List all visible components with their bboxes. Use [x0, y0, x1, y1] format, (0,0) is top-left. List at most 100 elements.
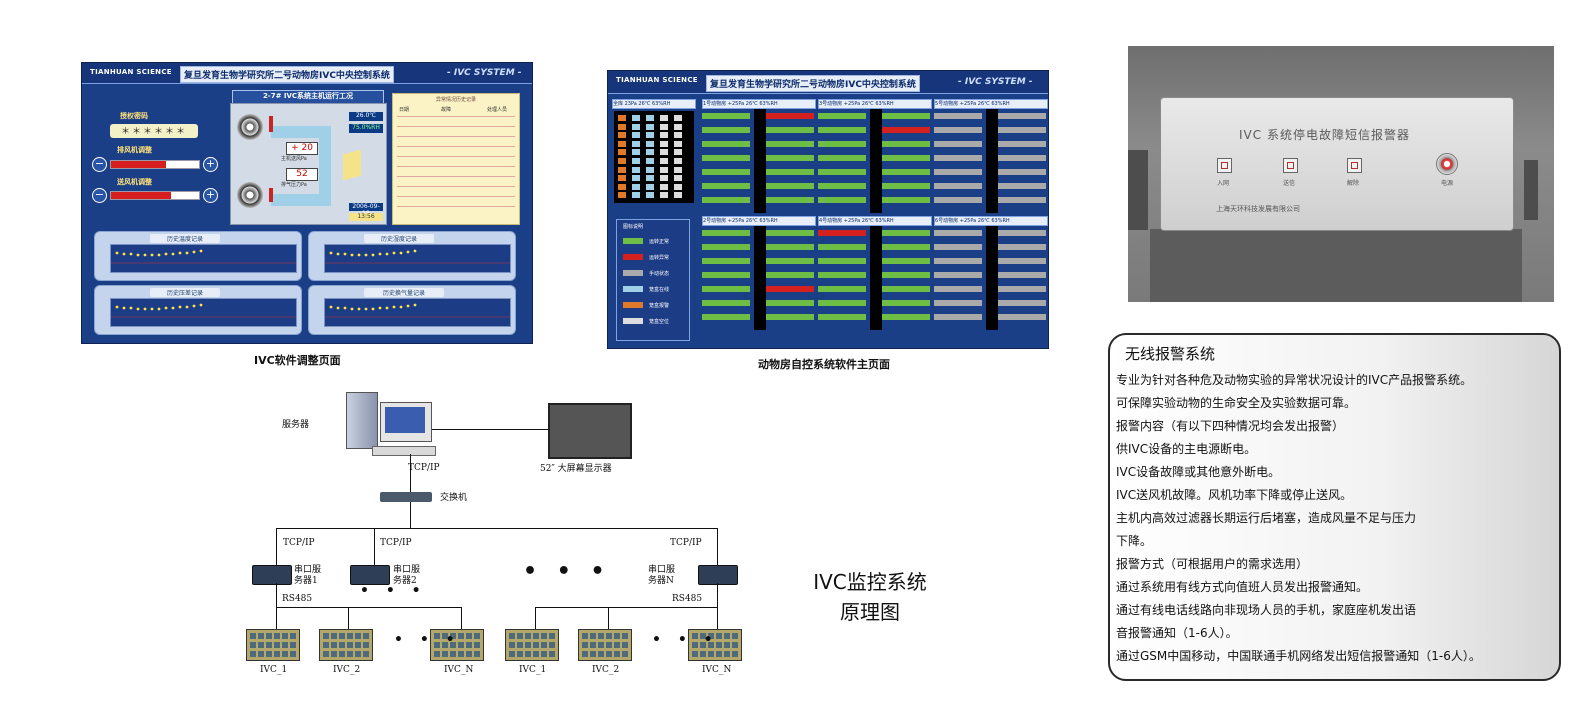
- supply-fan-label: 送风机调整: [117, 178, 152, 186]
- supply-fan-slider[interactable]: [110, 191, 200, 200]
- send-button-label: 送信: [1283, 180, 1296, 187]
- software-adjust-caption: IVC软件调整页面: [254, 354, 341, 367]
- cage-status-bar: [934, 169, 982, 175]
- serial-server-2-label: 串口服 务器2: [393, 565, 421, 586]
- ivc-cage-cell: [331, 633, 337, 639]
- send-button[interactable]: [1283, 158, 1298, 173]
- curve-point: [357, 253, 361, 257]
- history-curve: [111, 249, 296, 264]
- ivc-cage-cell: [724, 651, 730, 657]
- chart-plot: [110, 298, 297, 327]
- ivc-cage-cell: [347, 642, 353, 648]
- release-button-label: 解除: [1347, 180, 1360, 187]
- cage-status-bar: [766, 314, 814, 320]
- release-button[interactable]: [1347, 158, 1362, 173]
- log-column-fault: 故障: [441, 107, 452, 113]
- ivc-cage-cell: [290, 633, 296, 639]
- system-name: - IVC SYSTEM -: [958, 77, 1033, 87]
- cage-status-bar: [766, 141, 814, 147]
- power-knob-icon[interactable]: [1436, 153, 1458, 175]
- wireless-alarm-title: 无线报警系统: [1125, 345, 1216, 363]
- log-column-date: 日期: [399, 107, 410, 113]
- display-label: 52″ 大屏幕显示器: [540, 464, 612, 474]
- button-indicator: [1351, 162, 1358, 169]
- history-curve: [325, 249, 510, 264]
- log-rule: [397, 126, 515, 127]
- chart-title: 历史换气量记录: [364, 288, 444, 297]
- ivc-cage-cell: [282, 651, 288, 657]
- cage-status-bar: [882, 155, 930, 161]
- log-rule: [397, 196, 515, 197]
- ivc-cage-cell: [525, 651, 531, 657]
- exhaust-indicator: [269, 116, 273, 132]
- time-readout: 13:56: [349, 213, 383, 221]
- log-rule: [397, 146, 515, 147]
- cage-status-bar: [934, 272, 982, 278]
- abnormal-history-log: 异常情况历史记录 日期 故障 处理人员: [392, 93, 520, 225]
- curve-point: [136, 253, 140, 257]
- connection-line: [717, 607, 718, 629]
- curve-point: [122, 252, 126, 256]
- exhaust-fan-fill: [111, 161, 166, 168]
- cage-status-bar: [766, 272, 814, 278]
- device-front-panel: IVC 系统停电故障短信报警器 入网 送信 解除 电源 上海天环科技发展有限公司: [1160, 97, 1514, 231]
- password-input[interactable]: ＊＊＊＊＊＊: [110, 124, 198, 138]
- curve-point: [378, 252, 382, 256]
- cage-status-bar: [882, 314, 930, 320]
- ivc-cage-cell: [541, 642, 547, 648]
- date-readout: 2006-09-18: [349, 203, 383, 217]
- ivc-cage-cell: [708, 651, 714, 657]
- host-machine-schematic: + 20 主机送风Pa 52 排气压力Pa 26.0℃ 75.0%RH 2006…: [230, 103, 387, 225]
- system-title: 复旦发育生物学研究所二号动物房IVC中央控制系统: [180, 66, 394, 83]
- supply-increase-button[interactable]: +: [203, 188, 218, 203]
- cage-status-bar: [702, 183, 750, 189]
- curve-point: [399, 251, 403, 255]
- overview-cage-cell: [632, 123, 640, 130]
- exhaust-decrease-button[interactable]: −: [92, 157, 107, 172]
- legend-title: 图标说明: [623, 224, 644, 230]
- exhaust-increase-button[interactable]: +: [203, 157, 218, 172]
- exhaust-fan-icon: [237, 114, 263, 140]
- overview-cage-cell: [660, 158, 668, 164]
- cage-status-bar: [818, 141, 866, 147]
- ivc-cage-cell: [549, 633, 555, 639]
- curve-point: [413, 303, 417, 307]
- exhaust-fan-slider[interactable]: [110, 160, 200, 169]
- connection-line: [432, 429, 548, 430]
- overview-cage-cell: [618, 158, 626, 164]
- overview-cage-cell: [618, 192, 626, 199]
- ivc-cage-cell: [724, 642, 730, 648]
- overview-cage-cell: [660, 115, 668, 121]
- room-divider: [870, 109, 882, 213]
- network-button[interactable]: [1217, 158, 1232, 173]
- network-button-label: 入网: [1217, 180, 1230, 187]
- cage-status-bar: [818, 113, 866, 119]
- chart-title: 历史湿度记录: [364, 234, 434, 243]
- overview-cage-cell: [660, 132, 668, 139]
- ivc-cage-cell: [458, 651, 464, 657]
- cage-status-bar: [702, 286, 750, 292]
- cage-status-bar: [882, 197, 930, 203]
- supply-indicator: [269, 188, 273, 202]
- ivc-cage-cell: [541, 651, 547, 657]
- cage-status-bar: [934, 183, 982, 189]
- ivc-cage-cell: [517, 642, 523, 648]
- ivc-cage-cell: [339, 633, 345, 639]
- ivc-cage-cell: [622, 642, 628, 648]
- cage-status-bar: [934, 300, 982, 306]
- info-line: 通过有线电话线路向非现场人员的手机，家庭座机发出语: [1116, 603, 1417, 617]
- cage-status-bar: [998, 272, 1046, 278]
- air-pipe: [271, 194, 331, 206]
- overview-cage-cell: [674, 140, 682, 147]
- ivc-cage-cell: [598, 642, 604, 648]
- supply-decrease-button[interactable]: −: [92, 188, 107, 203]
- overview-cage-cell: [660, 140, 668, 147]
- device-title: IVC 系统停电故障短信报警器: [1239, 128, 1410, 142]
- chart-plot: [110, 244, 297, 273]
- connection-line: [410, 502, 411, 528]
- log-rule: [397, 176, 515, 177]
- cage-status-bar: [766, 127, 814, 133]
- overview-rack: [614, 111, 694, 203]
- info-line: 报警内容（有以下四种情况均会发出报警）: [1116, 419, 1345, 433]
- cage-status-bar: [818, 300, 866, 306]
